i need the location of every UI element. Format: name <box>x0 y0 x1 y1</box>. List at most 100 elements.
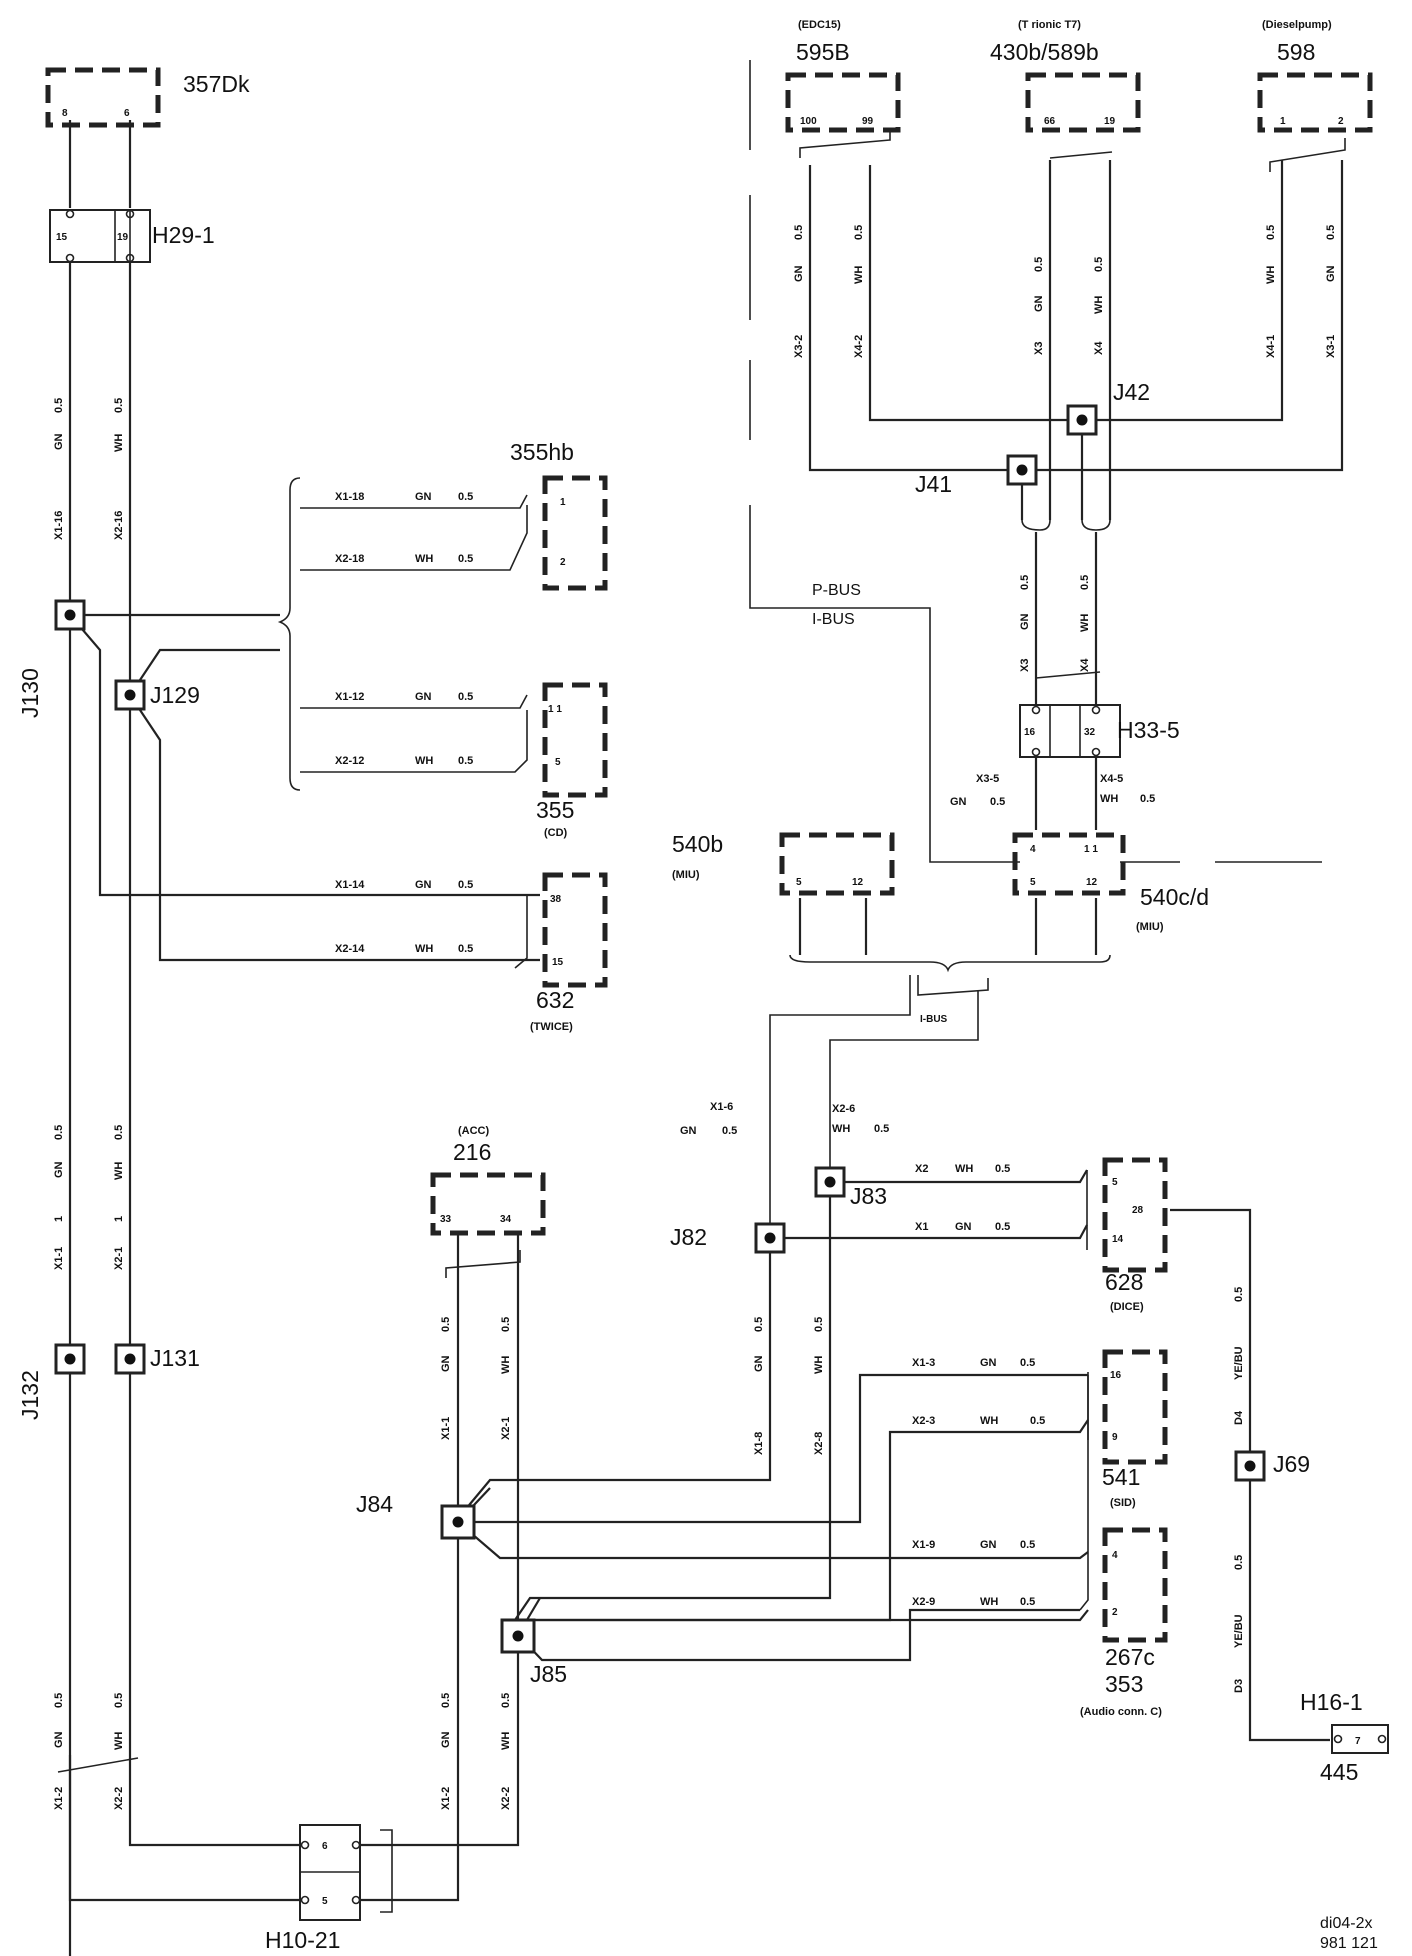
note-430: (T rionic T7) <box>1018 19 1081 31</box>
pin-540cd-12: 12 <box>1086 877 1098 888</box>
pin-h33-32: 32 <box>1084 727 1096 738</box>
note-267c: (Audio conn. C) <box>1080 1706 1162 1718</box>
note-628: (DICE) <box>1110 1301 1144 1313</box>
wire-label-gauge: 0.5 <box>793 225 805 240</box>
component-595b-box <box>785 72 901 133</box>
junction-j84 <box>440 1504 476 1540</box>
component-628-box <box>1102 1157 1168 1273</box>
pin-h29-15: 15 <box>56 232 68 243</box>
label-355: 355 <box>536 797 574 823</box>
wire-label-gauge: 0.5 <box>753 1317 765 1332</box>
pin-595b-99: 99 <box>862 116 874 127</box>
label-j84: J84 <box>356 1491 393 1517</box>
wire-label-gauge: 0.5 <box>458 553 473 565</box>
label-j83: J83 <box>850 1183 887 1209</box>
wire-label-d4: D4 <box>1233 1410 1245 1425</box>
pin-357dk-8: 8 <box>62 108 68 119</box>
wire-label-x4: X4 <box>1093 341 1105 355</box>
label-ibus: I-BUS <box>812 611 855 628</box>
wire-label-one: 1 <box>53 1216 65 1222</box>
label-595b: 595B <box>796 39 850 65</box>
wire-label-x1-12: X1-12 <box>335 691 364 703</box>
wire-label-gauge: 0.5 <box>995 1221 1010 1233</box>
pin-h16-7: 7 <box>1355 1736 1361 1747</box>
label-598: 598 <box>1277 39 1315 65</box>
wire-label-gauge: 0.5 <box>458 691 473 703</box>
wire-label-gauge: 0.5 <box>1265 225 1277 240</box>
wire-label-x2-6: X2-6 <box>832 1103 855 1115</box>
wire-label-gn: GN <box>955 1221 972 1233</box>
wire-label-x1-16: X1-16 <box>53 511 65 540</box>
label-j42: J42 <box>1113 379 1150 405</box>
label-357dk: 357Dk <box>183 71 250 97</box>
wire-label-wh: WH <box>113 1162 125 1180</box>
pin-540cd-11: 1 1 <box>1084 844 1098 855</box>
label-j41: J41 <box>915 471 952 497</box>
wire-label-gauge: 0.5 <box>1020 1357 1035 1369</box>
wire-label-gauge: 0.5 <box>1019 575 1031 590</box>
wire-label-x2-2: X2-2 <box>500 1787 512 1810</box>
pin-540b-12: 12 <box>852 877 864 888</box>
pin-h29-19: 19 <box>117 232 129 243</box>
pin-632-38: 38 <box>550 894 562 905</box>
wire-label-gn: GN <box>440 1731 452 1748</box>
pin-267c-2: 2 <box>1112 1607 1118 1618</box>
footer-doc-id: di04-2x <box>1320 1915 1372 1932</box>
wire-label-wh: WH <box>955 1163 973 1175</box>
wire-label-gn: GN <box>680 1125 697 1137</box>
pin-355hb-2: 2 <box>560 557 566 568</box>
pin-355-5: 5 <box>555 757 561 768</box>
wire-label-gauge: 0.5 <box>874 1123 889 1135</box>
wire-label-gauge: 0.5 <box>990 796 1005 808</box>
pin-632-15: 15 <box>552 957 564 968</box>
pin-541-16: 16 <box>1110 1370 1122 1381</box>
label-j131: J131 <box>150 1345 200 1371</box>
wire-label-x1-9: X1-9 <box>912 1539 935 1551</box>
pin-598-2: 2 <box>1338 116 1344 127</box>
junction-j132 <box>54 1343 86 1375</box>
wire-label-x2-14: X2-14 <box>335 943 365 955</box>
component-355-box <box>542 682 608 798</box>
wire-label-x3: X3 <box>1033 342 1045 355</box>
wire-label-gauge: 0.5 <box>722 1125 737 1137</box>
wire-label-x2-2: X2-2 <box>113 1787 125 1810</box>
wire-label-x1-14: X1-14 <box>335 879 365 891</box>
wire-label-gauge: 0.5 <box>1233 1287 1245 1302</box>
wire-label-wh: WH <box>113 434 125 452</box>
pin-540cd-4: 4 <box>1030 844 1036 855</box>
wire-label-gn: GN <box>980 1539 997 1551</box>
wire-label-gn: GN <box>53 433 65 450</box>
label-541: 541 <box>1102 1464 1140 1490</box>
note-540cd: (MIU) <box>1136 921 1164 933</box>
wire-label-gauge: 0.5 <box>458 879 473 891</box>
connector-h29 <box>49 209 151 263</box>
label-430: 430b/589b <box>990 39 1099 65</box>
pin-628-5: 5 <box>1112 1177 1118 1188</box>
wire-label-gauge: 0.5 <box>53 1693 65 1708</box>
junction-j42 <box>1066 404 1098 436</box>
label-353: 353 <box>1105 1671 1143 1697</box>
pin-598-1: 1 <box>1280 116 1286 127</box>
wire-label-wh: WH <box>980 1596 998 1608</box>
pin-h10-5: 5 <box>322 1896 328 1907</box>
component-540b-box <box>779 832 895 896</box>
label-j132: J132 <box>17 1370 43 1420</box>
connector-h33 <box>1019 704 1121 758</box>
junction-j41 <box>1006 454 1038 486</box>
wire-label-gauge: 0.5 <box>995 1163 1010 1175</box>
pin-595b-100: 100 <box>800 116 817 127</box>
wire-label-x1-2: X1-2 <box>53 1787 65 1810</box>
label-355hb: 355hb <box>510 439 574 465</box>
wire-label-x2-9: X2-9 <box>912 1596 935 1608</box>
wire-label-gn: GN <box>53 1161 65 1178</box>
component-430-box <box>1025 72 1141 133</box>
junction-j85 <box>500 1618 536 1654</box>
wire-label-wh: WH <box>1079 614 1091 632</box>
wire-label-x2-1: X2-1 <box>113 1247 125 1270</box>
wire-label-x3-1: X3-1 <box>1325 335 1337 358</box>
wire-label-gauge: 0.5 <box>458 491 473 503</box>
wire-label-x4: X4 <box>1079 658 1091 672</box>
junction-j82 <box>754 1222 786 1254</box>
wire-label-gauge: 0.5 <box>1079 575 1091 590</box>
wire-label-wh: WH <box>415 553 433 565</box>
